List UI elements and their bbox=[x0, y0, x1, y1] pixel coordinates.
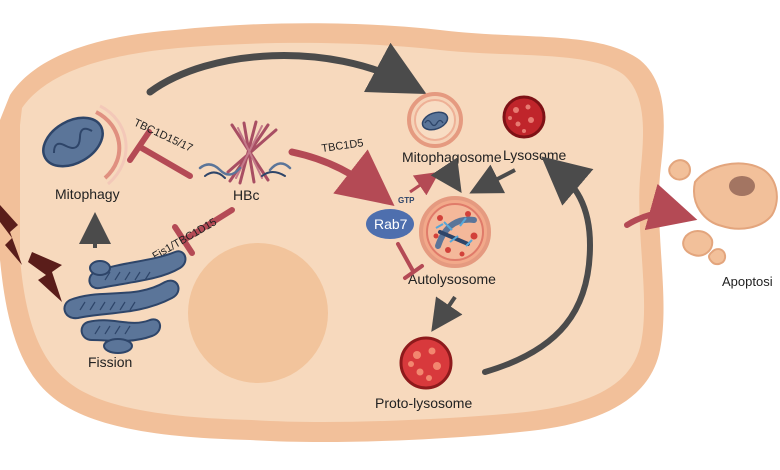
lysosome-to-autolysosome-arrow bbox=[469, 164, 516, 194]
inhibitor-line bbox=[396, 242, 415, 273]
hbc-label: HBc bbox=[233, 187, 259, 203]
autolysosome-to-protolysosome-arrow bbox=[431, 295, 463, 332]
proto-lysosome-label: Proto-lysosome bbox=[375, 395, 472, 411]
hbc-protein-icon bbox=[198, 120, 292, 185]
lysosome-label: Lysosome bbox=[503, 147, 567, 163]
fragmented-mitochondria-icon bbox=[63, 250, 187, 354]
autolysosome-label: Autolysosome bbox=[408, 271, 496, 287]
cell-cytoplasm bbox=[20, 42, 645, 423]
phagophore-membrane-icon bbox=[95, 110, 122, 180]
apoptosis-label: Apoptosi bbox=[722, 274, 773, 289]
inhibitor-bar bbox=[403, 264, 424, 280]
top-arrow bbox=[146, 42, 427, 96]
proto-lysosome-icon bbox=[399, 336, 453, 390]
mitochondrion-icon bbox=[42, 116, 104, 168]
autolysosome-icon bbox=[419, 196, 491, 268]
protolysosome-to-lysosome-arrow bbox=[482, 156, 594, 375]
apoptosis-arrow bbox=[624, 183, 698, 231]
apoptotic-nucleus-icon bbox=[729, 176, 755, 196]
inhibitor-line bbox=[137, 144, 193, 179]
inhibitor-line bbox=[181, 207, 235, 243]
tbc1d5-label: TBC1D5 bbox=[321, 137, 364, 155]
mitophagy-label: Mitophagy bbox=[55, 186, 120, 202]
rab7-to-mitophagosome-arrow bbox=[409, 171, 440, 196]
apoptotic-body-icon bbox=[668, 159, 778, 266]
lightning-icon bbox=[0, 205, 22, 265]
mitophagosome-to-autolysosome-arrow bbox=[430, 157, 462, 193]
gtp-label: GTP bbox=[398, 196, 415, 205]
inhibitor-bar bbox=[172, 224, 195, 256]
rab7-label: Rab7 bbox=[374, 216, 408, 232]
mitophagosome-icon bbox=[407, 92, 463, 148]
lysosome-icon bbox=[502, 95, 546, 139]
fission-label: Fission bbox=[88, 354, 132, 370]
rab7-icon bbox=[366, 209, 414, 239]
inhibitor-bar bbox=[127, 129, 152, 163]
nucleus bbox=[188, 243, 328, 383]
lightning-icon bbox=[28, 252, 62, 302]
mitophagosome-label: Mitophagosome bbox=[402, 149, 502, 165]
tbc1d5-arrow bbox=[288, 148, 395, 206]
